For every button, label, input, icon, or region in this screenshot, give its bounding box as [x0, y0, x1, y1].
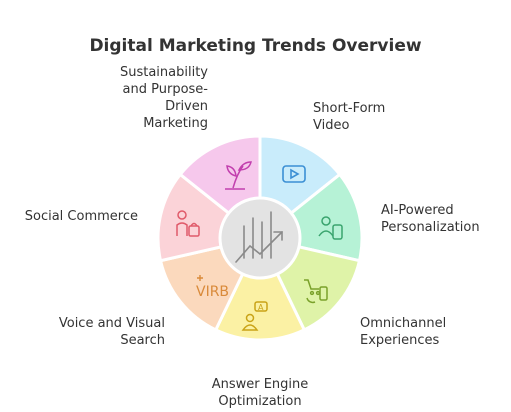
trend-chart-icon	[235, 211, 283, 263]
label-ai-powered-personalization: AI-Powered Personalization	[381, 203, 480, 235]
svg-text:A: A	[258, 303, 264, 312]
play-video-icon	[282, 165, 306, 183]
label-omnichannel-experiences: Omnichannel Experiences	[360, 316, 447, 348]
label-answer-engine-optimization: Answer Engine Optimization	[211, 377, 309, 409]
label-social-commerce: Social Commerce	[24, 209, 138, 224]
svg-text:VIRB: VIRB	[196, 284, 229, 300]
label-short-form-video: Short-Form Video	[313, 101, 386, 133]
cart-phone-icon	[304, 279, 328, 304]
person-bag-icon	[176, 210, 200, 237]
vrb-text-icon: VIRB	[196, 275, 229, 300]
search-answer-icon: A	[241, 301, 268, 331]
diagram-title: Digital Marketing Trends Overview	[89, 36, 422, 56]
person-device-icon	[318, 216, 343, 240]
label-sustainability: Sustainability and Purpose- Driven Marke…	[119, 65, 208, 131]
center-hub	[218, 196, 302, 280]
label-voice-visual-search: Voice and Visual Search	[58, 316, 165, 348]
plant-icon	[225, 161, 252, 190]
